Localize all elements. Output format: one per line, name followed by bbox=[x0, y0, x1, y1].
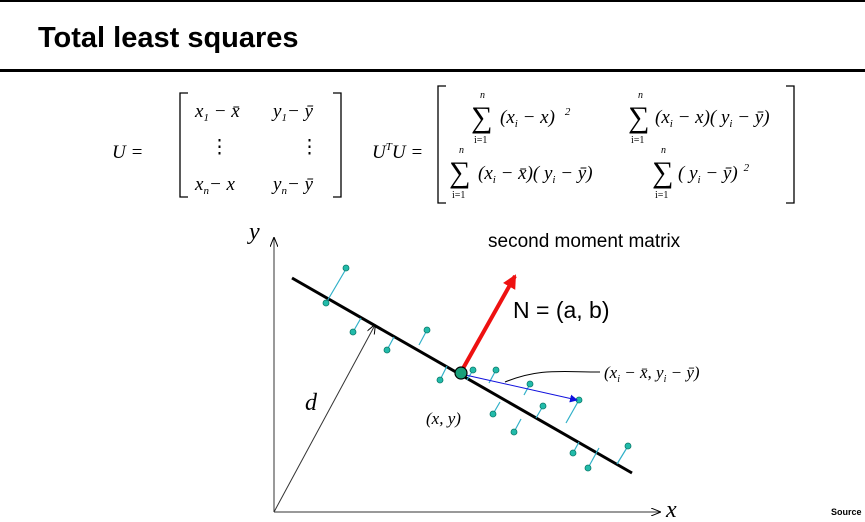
top-border bbox=[0, 0, 865, 2]
source-label: Source bbox=[831, 507, 862, 517]
data-point bbox=[624, 442, 632, 450]
matrix-entry-21: n ∑ i=1 (xi − x̄)( yi − ȳ) bbox=[449, 145, 593, 201]
x-axis-label: x bbox=[665, 497, 677, 522]
data-point bbox=[383, 346, 391, 354]
vector-leader-line bbox=[504, 370, 601, 383]
data-point bbox=[510, 428, 518, 436]
data-point bbox=[539, 402, 547, 410]
data-point bbox=[423, 326, 431, 334]
title-rule bbox=[0, 69, 865, 72]
sum-symbol: ∑ bbox=[471, 101, 492, 134]
U-vdots-col2: ⋮ bbox=[300, 137, 319, 158]
UTU-label: UTU = bbox=[372, 141, 423, 163]
U-row1-col2: y1− ȳ bbox=[271, 101, 314, 124]
second-moment-label: second moment matrix bbox=[488, 231, 681, 252]
data-point bbox=[322, 299, 330, 307]
svg-text:∑: ∑ bbox=[652, 156, 673, 189]
data-point bbox=[492, 366, 500, 374]
slide-title: Total least squares bbox=[38, 22, 299, 54]
distance-arrow bbox=[273, 325, 375, 513]
svg-text:∑: ∑ bbox=[449, 156, 470, 189]
svg-text:i=1: i=1 bbox=[452, 190, 465, 201]
U-rown-col1: xn− x bbox=[194, 174, 236, 197]
U-label: U = bbox=[112, 142, 143, 163]
data-point bbox=[569, 449, 577, 457]
data-point bbox=[436, 376, 444, 384]
U-vdots-col1: ⋮ bbox=[210, 137, 229, 158]
U-row1-col1: x1 − x̄ bbox=[194, 101, 240, 124]
matrix-entry-12: n ∑ i=1 (xi − x)( yi − ȳ) bbox=[628, 90, 770, 146]
data-point bbox=[584, 464, 592, 472]
UTU-left-bracket bbox=[437, 85, 446, 204]
y-axis-label: y bbox=[247, 219, 260, 245]
svg-text:(xi − x)2: (xi − x)2 bbox=[500, 106, 571, 130]
data-point bbox=[526, 380, 534, 388]
data-point bbox=[342, 264, 350, 272]
svg-text:i=1: i=1 bbox=[655, 190, 668, 201]
vector-label: (xi − x̄, yi − ȳ) bbox=[604, 363, 700, 385]
difference-vector bbox=[460, 373, 578, 403]
data-points bbox=[322, 264, 632, 472]
normal-label: N = (a, b) bbox=[513, 297, 610, 323]
svg-text:n: n bbox=[459, 145, 464, 156]
data-point bbox=[349, 328, 357, 336]
svg-text:n: n bbox=[480, 90, 485, 101]
U-left-bracket bbox=[179, 92, 188, 198]
UTU-right-bracket bbox=[786, 85, 795, 204]
centroid-label: (x, y) bbox=[426, 409, 461, 428]
svg-text:n: n bbox=[661, 145, 666, 156]
data-point bbox=[469, 366, 477, 374]
distance-label: d bbox=[305, 390, 318, 416]
svg-text:i=1: i=1 bbox=[474, 135, 487, 146]
matrix-entry-22: n ∑ i=1 ( yi − ȳ)2 bbox=[652, 145, 750, 201]
svg-text:∑: ∑ bbox=[628, 101, 649, 134]
U-rown-col2: yn− ȳ bbox=[271, 174, 314, 197]
svg-text:( yi − ȳ)2: ( yi − ȳ)2 bbox=[678, 162, 750, 186]
svg-text:(xi − x)( yi − ȳ): (xi − x)( yi − ȳ) bbox=[655, 107, 770, 130]
normal-arrow bbox=[459, 274, 517, 373]
matrix-entry-11: n ∑ i=1 (xi − x)2 bbox=[471, 90, 571, 146]
centroid-point bbox=[454, 366, 468, 380]
data-point bbox=[489, 410, 497, 418]
svg-text:n: n bbox=[638, 90, 643, 101]
svg-text:(xi − x̄)( yi − ȳ): (xi − x̄)( yi − ȳ) bbox=[478, 163, 593, 186]
U-right-bracket bbox=[333, 92, 342, 198]
svg-text:i=1: i=1 bbox=[631, 135, 644, 146]
